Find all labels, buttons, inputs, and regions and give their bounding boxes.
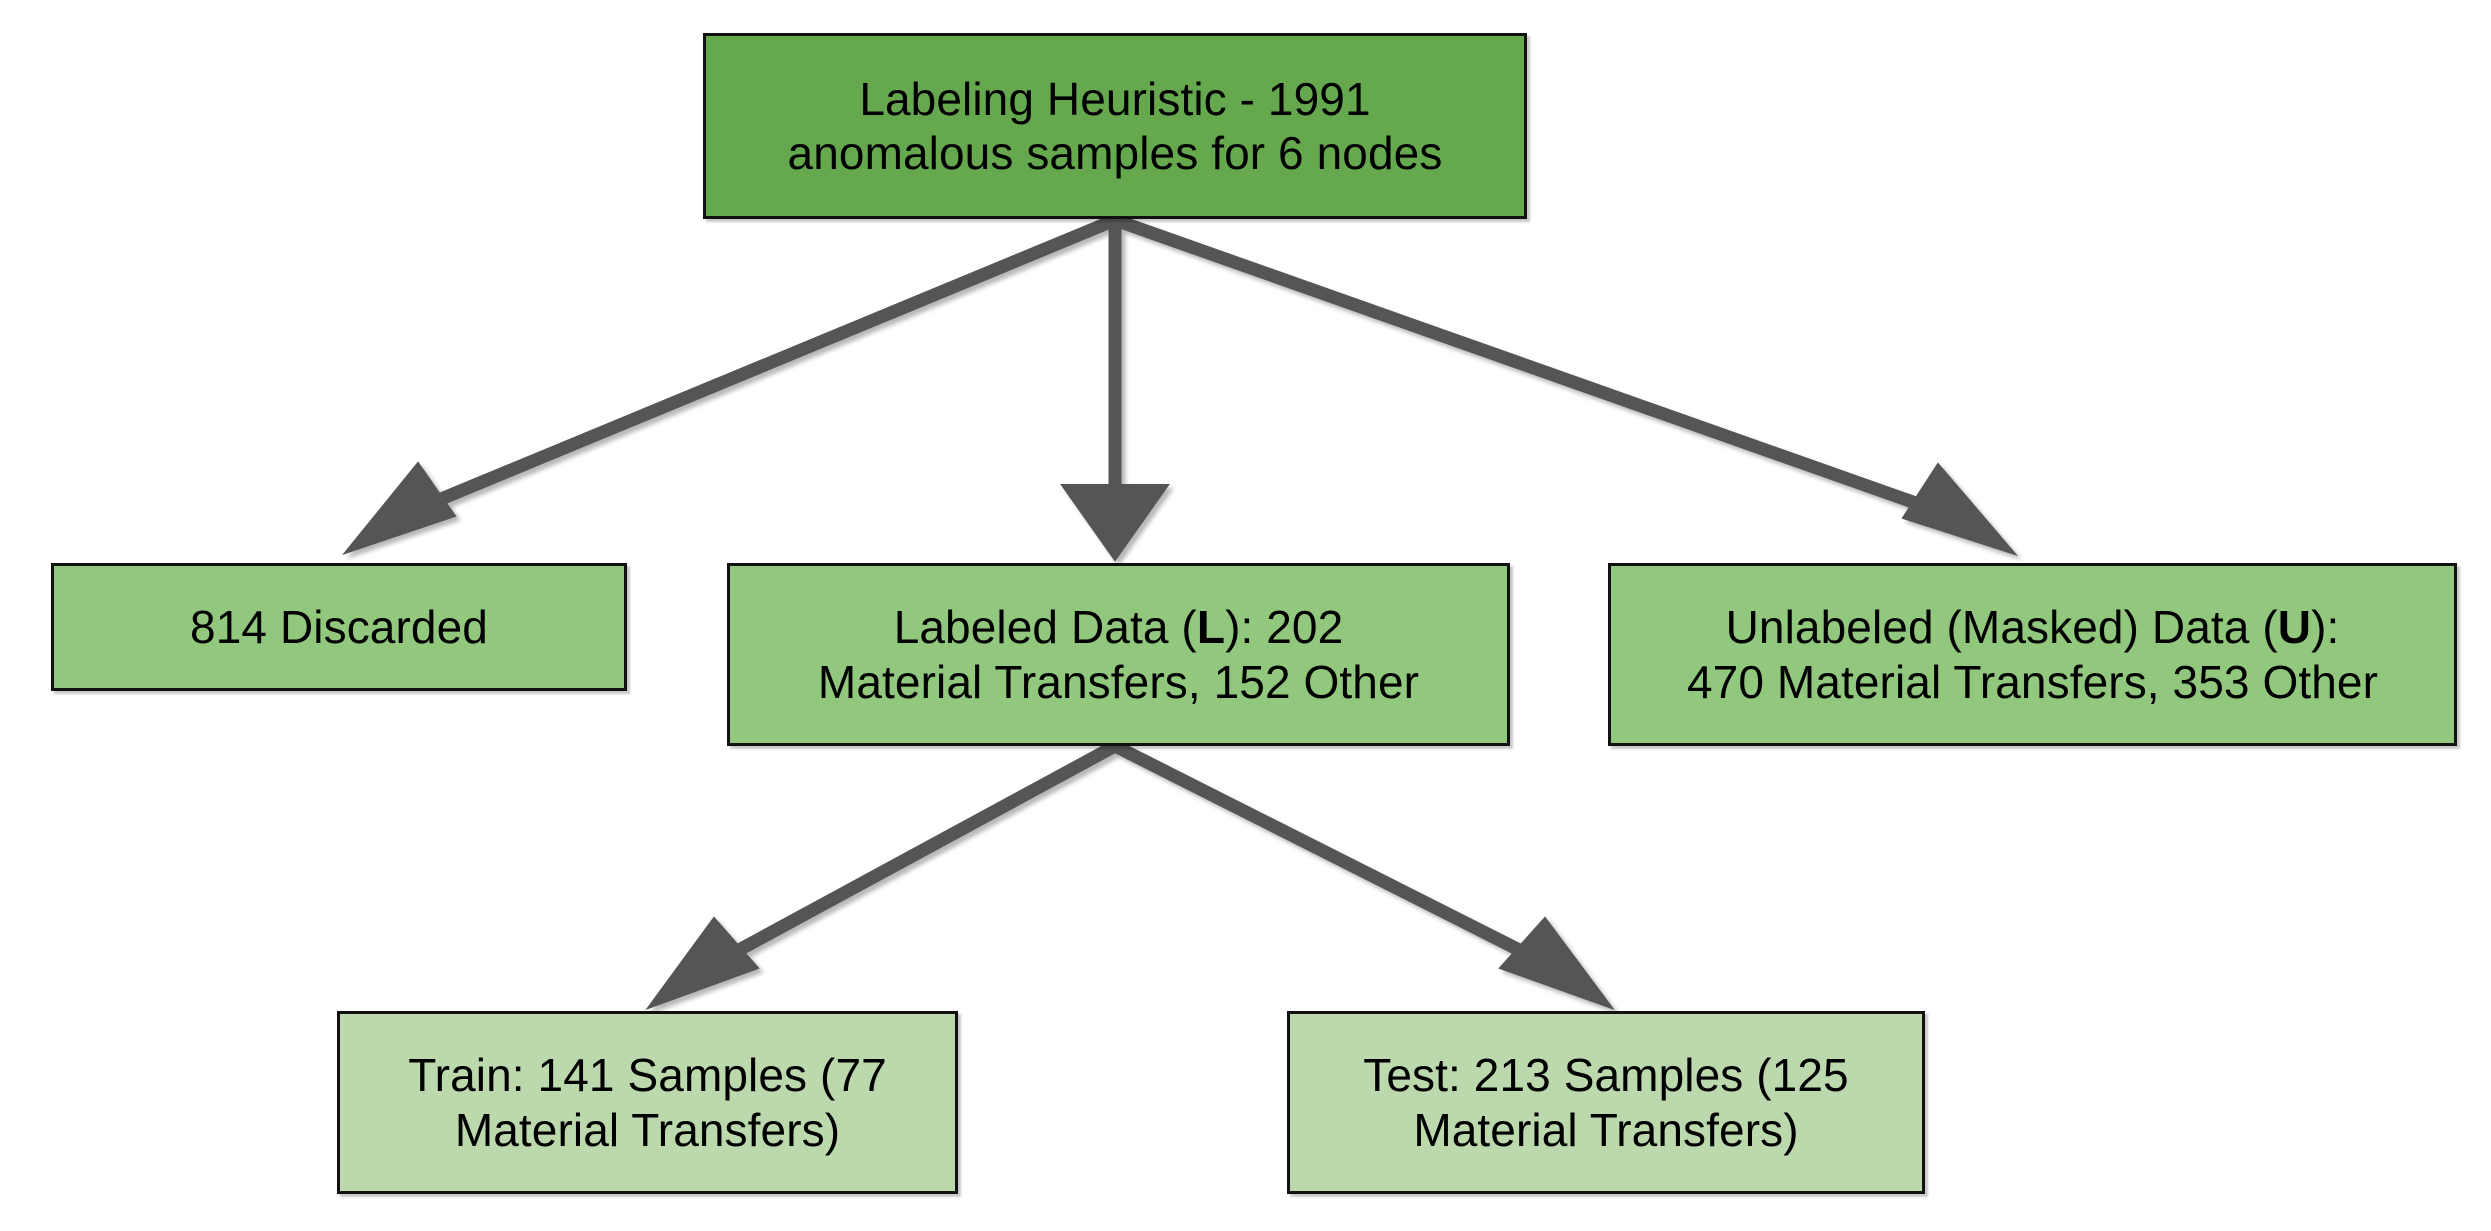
node-unlabeled-data[interactable]: Unlabeled (Masked) Data (U):470 Material… [1608,563,2457,746]
node-unlabeled-data-label: Unlabeled (Masked) Data (U):470 Material… [1686,601,2379,708]
edge-labeled-to-train [645,740,1119,1011]
node-discarded[interactable]: 814 Discarded [51,563,627,691]
edge-root-to-unlabeled [1112,213,2019,557]
node-discarded-label: 814 Discarded [190,600,488,653]
edge-root-to-labeled [1060,220,1170,562]
labeled-symbol: L [1196,601,1226,654]
edge-labeled-to-test [1112,740,1615,1011]
unlabeled-symbol: U [2277,601,2312,654]
edge-root-to-discarded [342,213,1118,556]
